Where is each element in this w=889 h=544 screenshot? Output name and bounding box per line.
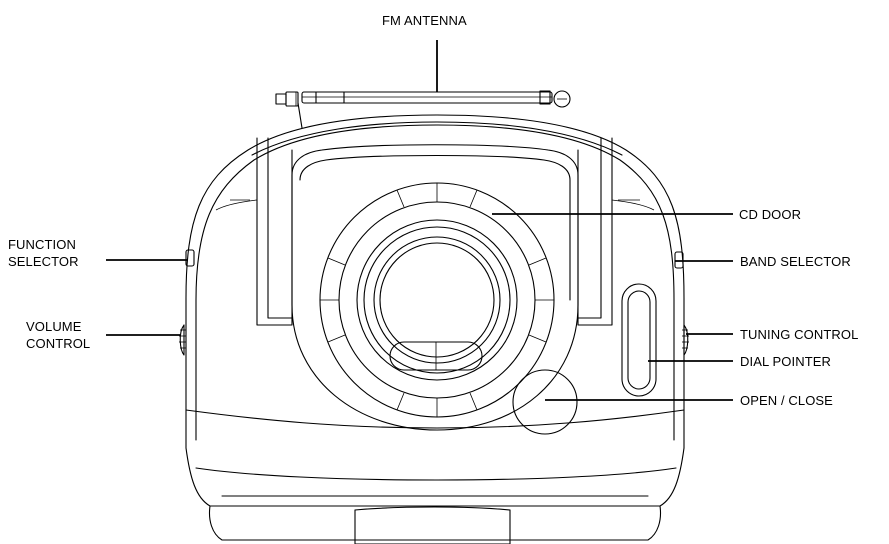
label-volume-control-line1: VOLUME: [26, 319, 82, 334]
leader-lines: [106, 40, 733, 401]
label-band-selector: BAND SELECTOR: [740, 254, 851, 269]
label-function-selector: FUNCTION SELECTOR: [8, 236, 79, 270]
label-tuning-control: TUNING CONTROL: [740, 327, 859, 342]
label-function-selector-line1: FUNCTION: [8, 237, 76, 252]
label-volume-control-line2: CONTROL: [26, 336, 91, 351]
label-fm-antenna: FM ANTENNA: [382, 13, 467, 28]
radio-body: [179, 114, 689, 544]
label-open-close: OPEN / CLOSE: [740, 393, 833, 408]
fm-antenna: [275, 90, 571, 129]
label-volume-control: VOLUME CONTROL: [26, 318, 90, 352]
open-close-button: [512, 369, 578, 435]
label-cd-door: CD DOOR: [739, 207, 802, 222]
cd-window: [319, 182, 555, 418]
label-dial-pointer: DIAL POINTER: [740, 354, 832, 369]
label-function-selector-line2: SELECTOR: [8, 254, 79, 269]
dial-window: [621, 283, 657, 397]
